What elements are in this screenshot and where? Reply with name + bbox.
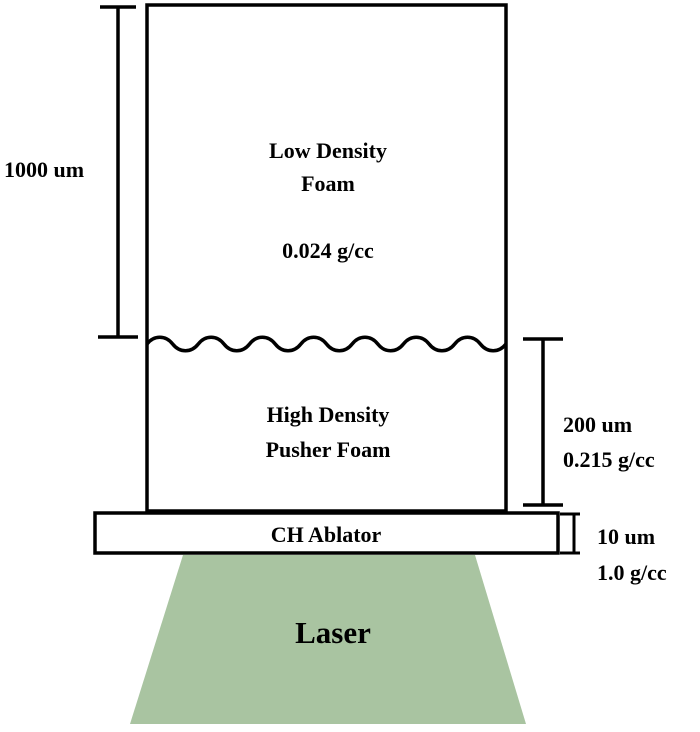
ch-ablator-label: CH Ablator — [271, 522, 382, 547]
ablator-thickness-bracket — [560, 512, 580, 555]
ablator-density-label: 1.0 g/cc — [597, 560, 667, 585]
low-density-thickness-label: 1000 um — [4, 157, 84, 182]
low-density-thickness-bracket — [98, 5, 138, 339]
laser-label: Laser — [295, 615, 371, 650]
laser-beam — [130, 555, 526, 724]
low-density-foam-label-line2: Foam — [301, 171, 355, 196]
pusher-density-label: 0.215 g/cc — [563, 447, 655, 472]
pusher-thickness-bracket — [523, 337, 563, 507]
pusher-foam-label-line2: Pusher Foam — [266, 437, 391, 462]
pusher-thickness-label: 200 um — [563, 412, 632, 437]
foam-interface-wave — [145, 335, 508, 353]
foam-container — [145, 3, 508, 513]
ch-ablator-layer — [93, 511, 560, 555]
low-density-foam-label-line1: Low Density — [269, 138, 387, 163]
low-density-foam-density: 0.024 g/cc — [282, 238, 374, 263]
pusher-foam-label-line1: High Density — [267, 402, 390, 427]
ablator-thickness-label: 10 um — [597, 524, 655, 549]
